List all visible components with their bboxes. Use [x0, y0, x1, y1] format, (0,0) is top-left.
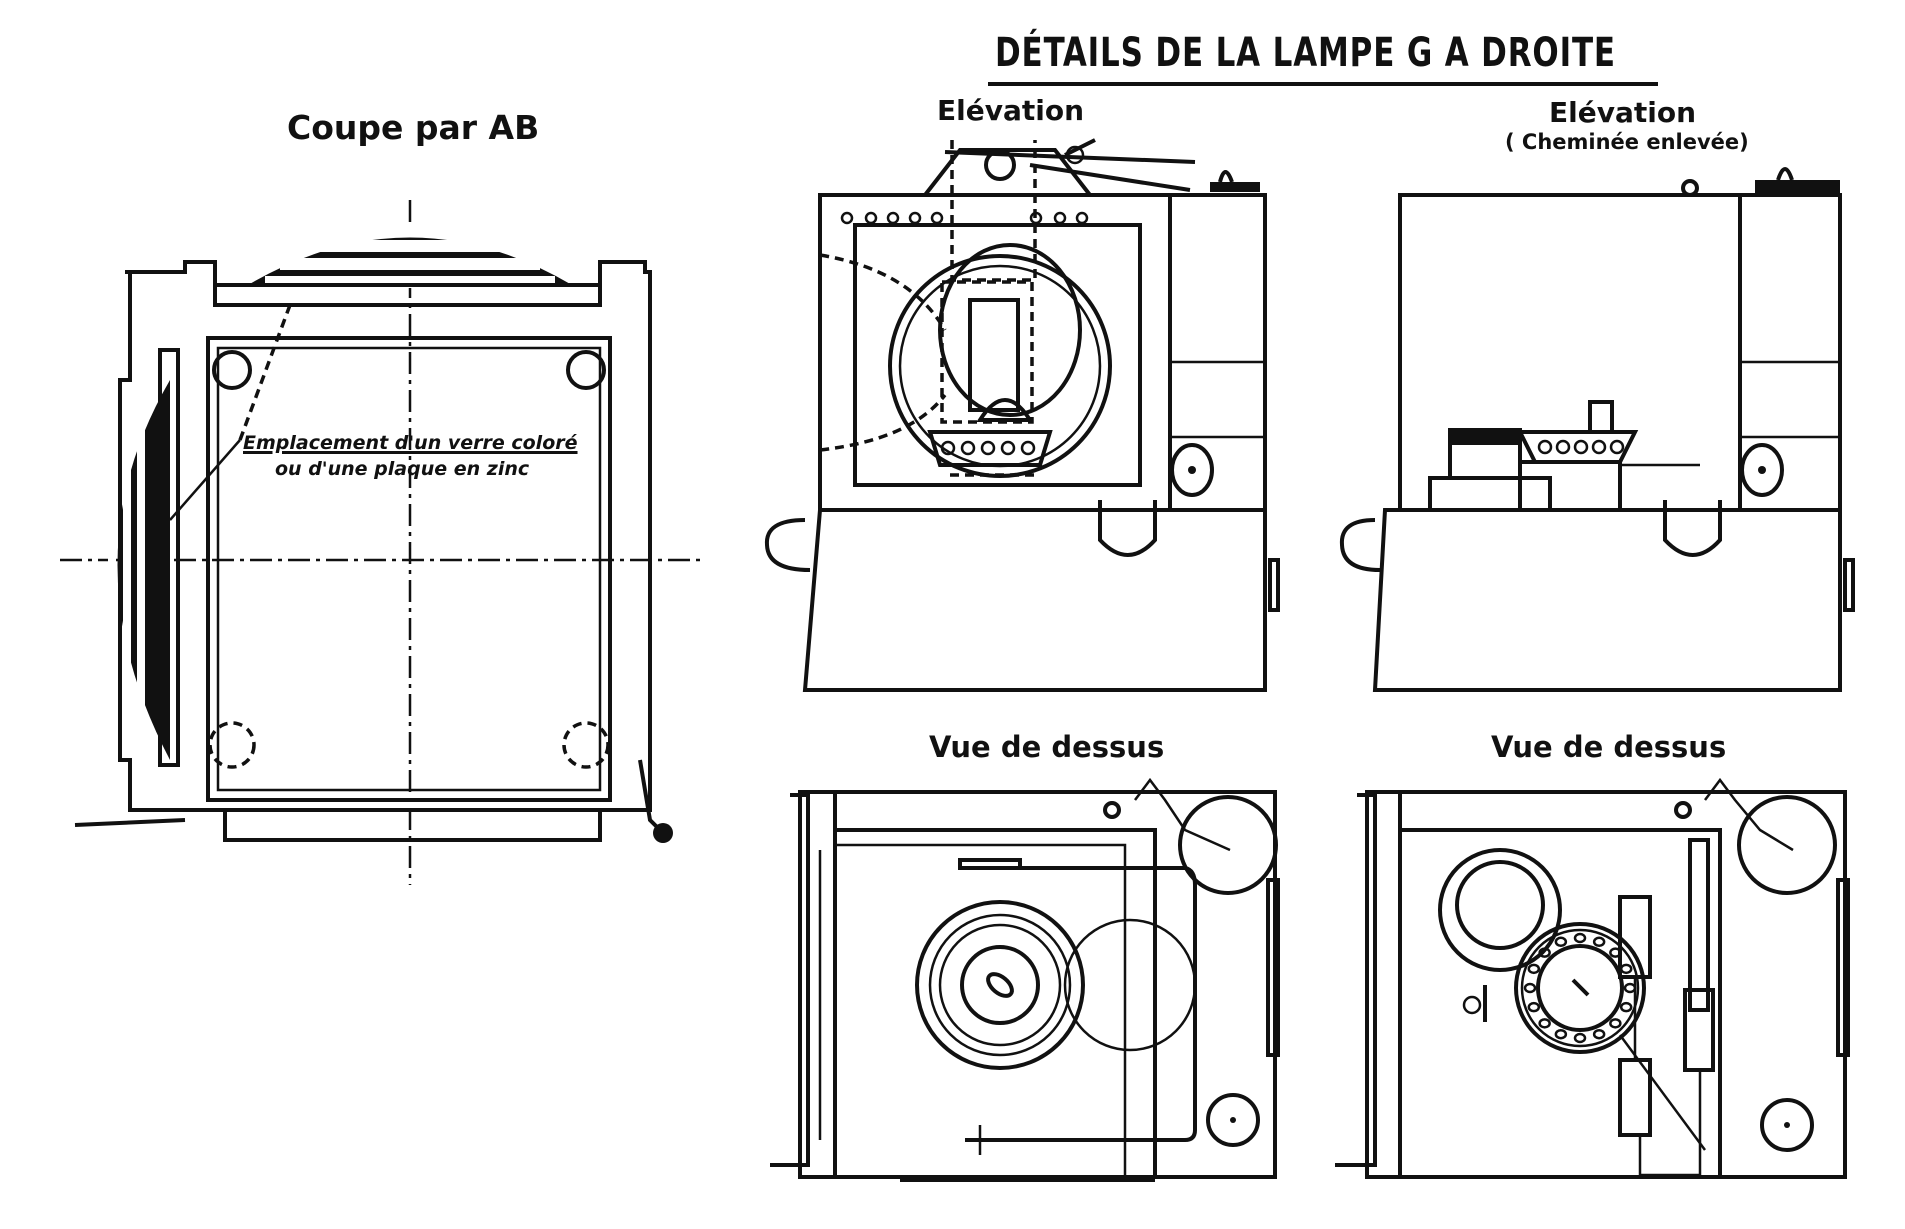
section-view-label: Coupe par AB	[287, 108, 540, 147]
burner-hole	[1610, 1019, 1620, 1027]
top-view-2-label: Vue de dessus	[1491, 730, 1727, 764]
burner-hole	[1556, 1030, 1566, 1038]
top-view-1-label: Vue de dessus	[929, 730, 1165, 764]
burner-hole	[1525, 984, 1535, 992]
burner-ring	[917, 902, 1083, 1068]
base	[805, 510, 1265, 690]
title-underline	[988, 82, 1658, 86]
rivets	[842, 213, 1087, 223]
burner-hole	[1594, 938, 1604, 946]
section-view-drawing	[60, 200, 705, 885]
door-frame	[855, 225, 1140, 485]
annotation-line-1: Emplacement d'un verre coloré	[243, 432, 578, 454]
burner-hole	[1621, 965, 1631, 973]
lens-ring	[890, 256, 1110, 476]
burner-with-holes	[1516, 924, 1644, 1052]
burner-hole	[1540, 1019, 1550, 1027]
burner-hole	[1575, 1034, 1585, 1042]
burner-wick-tube	[1590, 402, 1612, 432]
elevation-no-chimney-label: Elévation	[1549, 96, 1697, 129]
side-handle	[767, 520, 810, 570]
top-lens-frame	[215, 285, 600, 305]
front-elevation-label: Elévation	[937, 94, 1085, 127]
burner-hole	[1594, 1030, 1604, 1038]
upper-body	[820, 195, 1265, 510]
page-title: DÉTAILS DE LA LAMPE G A DROITE	[995, 30, 1616, 76]
burner-hole	[1625, 984, 1635, 992]
glass-chimney	[970, 300, 1018, 410]
annotation-leader	[240, 305, 290, 440]
u-handle	[1100, 500, 1155, 555]
elevation-no-chimney-sublabel: ( Cheminée enlevée)	[1505, 130, 1749, 154]
annotation-line-2: ou d'une plaque en zinc	[275, 458, 530, 480]
inner-box	[208, 338, 610, 800]
burner-flame	[980, 400, 1030, 420]
burner-hole	[1529, 1003, 1539, 1011]
side-lens-frame	[160, 350, 178, 765]
burner-hole	[1529, 965, 1539, 973]
lamp-body-outline	[120, 262, 650, 810]
front-elevation-drawing	[767, 140, 1278, 690]
burner-holes-2	[1539, 441, 1623, 453]
elevation-no-chimney-drawing	[1342, 169, 1853, 690]
burner-hole	[1556, 938, 1566, 946]
burner-hole	[1540, 949, 1550, 957]
top-view-1-drawing	[770, 780, 1278, 1180]
top-disc	[1180, 797, 1276, 893]
burner-hole	[1621, 1003, 1631, 1011]
top-view-2-drawing	[1335, 780, 1848, 1177]
burner-holes	[942, 442, 1034, 454]
knob	[1172, 445, 1212, 495]
burner-hole	[1575, 934, 1585, 942]
